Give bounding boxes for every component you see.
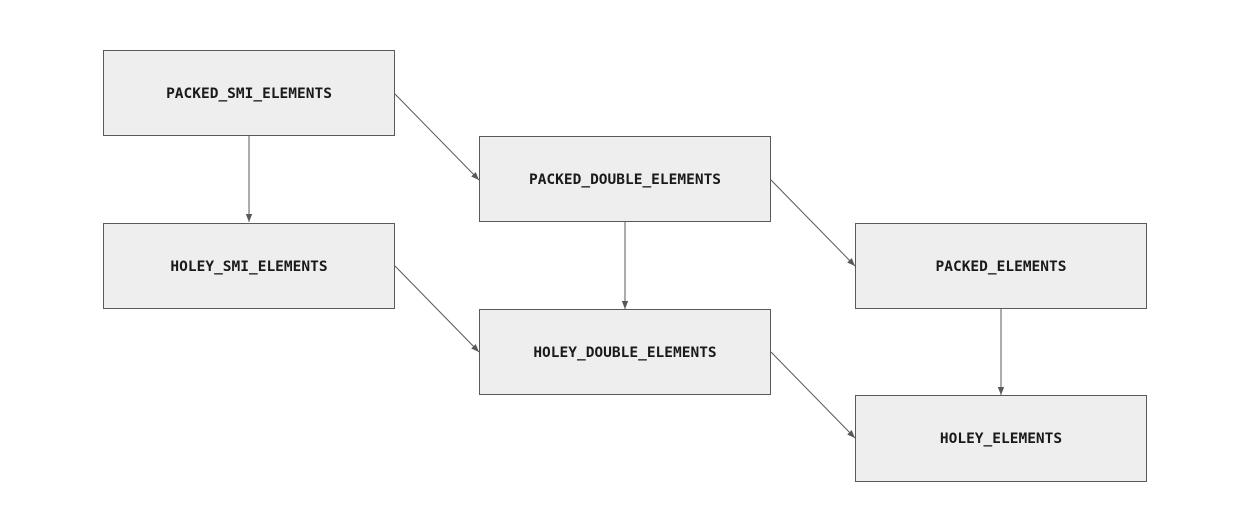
edges [245, 93, 1005, 439]
node-packed-double-elements: PACKED_DOUBLE_ELEMENTS [479, 136, 771, 222]
edge-packed-double-to-packed [770, 179, 856, 267]
node-label: HOLEY_SMI_ELEMENTS [170, 259, 327, 275]
edge-packed-smi-to-packed-double [394, 93, 480, 181]
node-holey-double-elements: HOLEY_DOUBLE_ELEMENTS [479, 309, 771, 395]
node-label: PACKED_SMI_ELEMENTS [166, 86, 332, 102]
node-box [479, 136, 771, 222]
node-box [855, 395, 1147, 482]
edge-holey-smi-to-holey-double [394, 265, 480, 353]
node-label: HOLEY_ELEMENTS [940, 431, 1062, 447]
node-holey-elements: HOLEY_ELEMENTS [855, 395, 1147, 482]
node-label: PACKED_ELEMENTS [936, 259, 1067, 275]
node-box [103, 223, 395, 309]
node-packed-elements: PACKED_ELEMENTS [855, 223, 1147, 309]
node-label: HOLEY_DOUBLE_ELEMENTS [533, 345, 716, 361]
node-holey-smi-elements: HOLEY_SMI_ELEMENTS [103, 223, 395, 309]
node-box [855, 223, 1147, 309]
node-label: PACKED_DOUBLE_ELEMENTS [529, 172, 721, 188]
node-box [479, 309, 771, 395]
node-packed-smi-elements: PACKED_SMI_ELEMENTS [103, 50, 395, 136]
edge-holey-double-to-holey [770, 351, 856, 439]
node-box [103, 50, 395, 136]
